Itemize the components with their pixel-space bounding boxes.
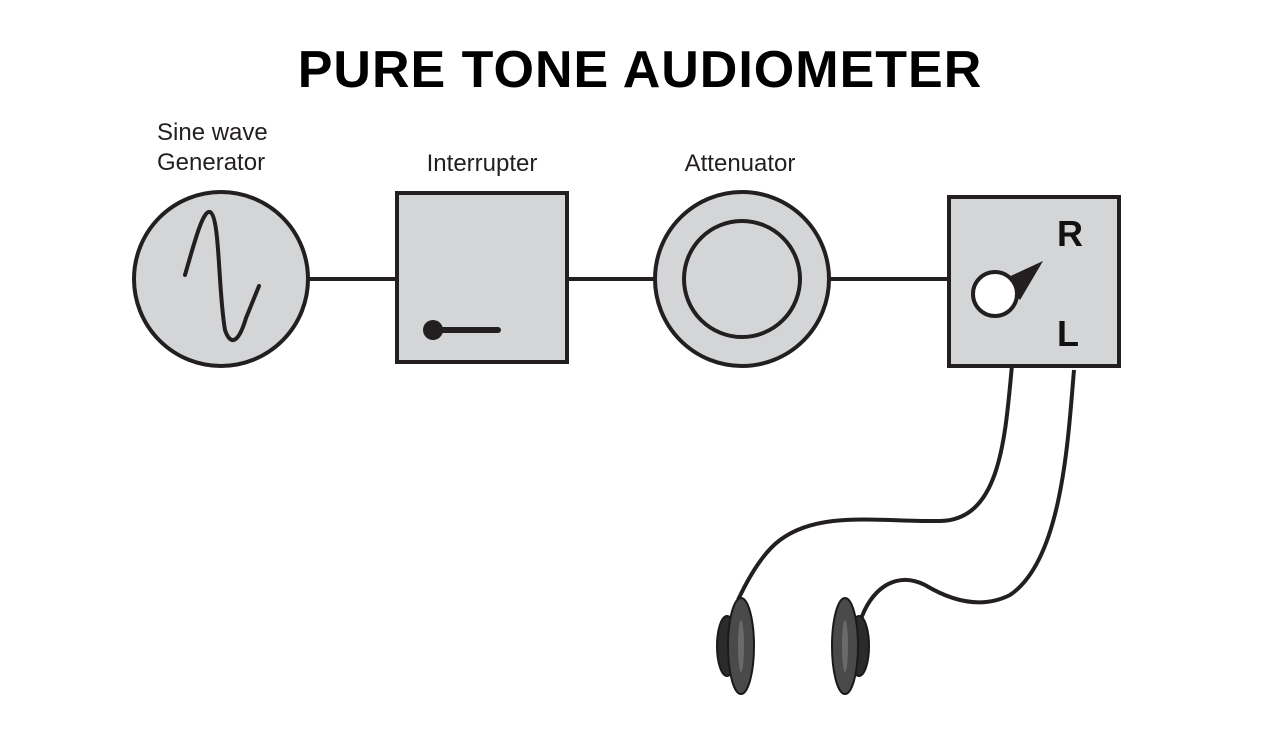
diagram-title: PURE TONE AUDIOMETER	[298, 41, 983, 99]
earphone-selector: R L	[947, 195, 1121, 368]
left-earphone-cable	[858, 369, 1076, 623]
attenuator-label: Attenuator	[685, 150, 796, 177]
sine-wave-icon	[183, 210, 261, 342]
generator-label-line1: Sine wave	[157, 119, 268, 146]
earphone-right-highlight	[738, 620, 744, 672]
earphone-left-highlight	[842, 620, 848, 672]
selector-knob-icon	[971, 270, 1019, 318]
interrupter-switch-pivot	[423, 320, 443, 340]
selector-box	[947, 195, 1121, 368]
generator-label-line2: Generator	[157, 149, 265, 176]
selector-right-label: R	[1057, 213, 1083, 254]
earphone-cables	[736, 364, 1076, 623]
earphone-left	[831, 597, 870, 695]
attenuator-knob	[682, 219, 802, 339]
sine-wave-generator: Sine wave Generator	[132, 119, 310, 368]
interrupter: Interrupter	[395, 150, 569, 364]
right-earphone-cable	[736, 364, 1014, 601]
earphone-right	[716, 597, 755, 695]
interrupter-label: Interrupter	[427, 150, 538, 177]
attenuator: Attenuator	[653, 150, 831, 368]
interrupter-box	[395, 191, 569, 364]
selector-left-label: L	[1057, 313, 1079, 354]
